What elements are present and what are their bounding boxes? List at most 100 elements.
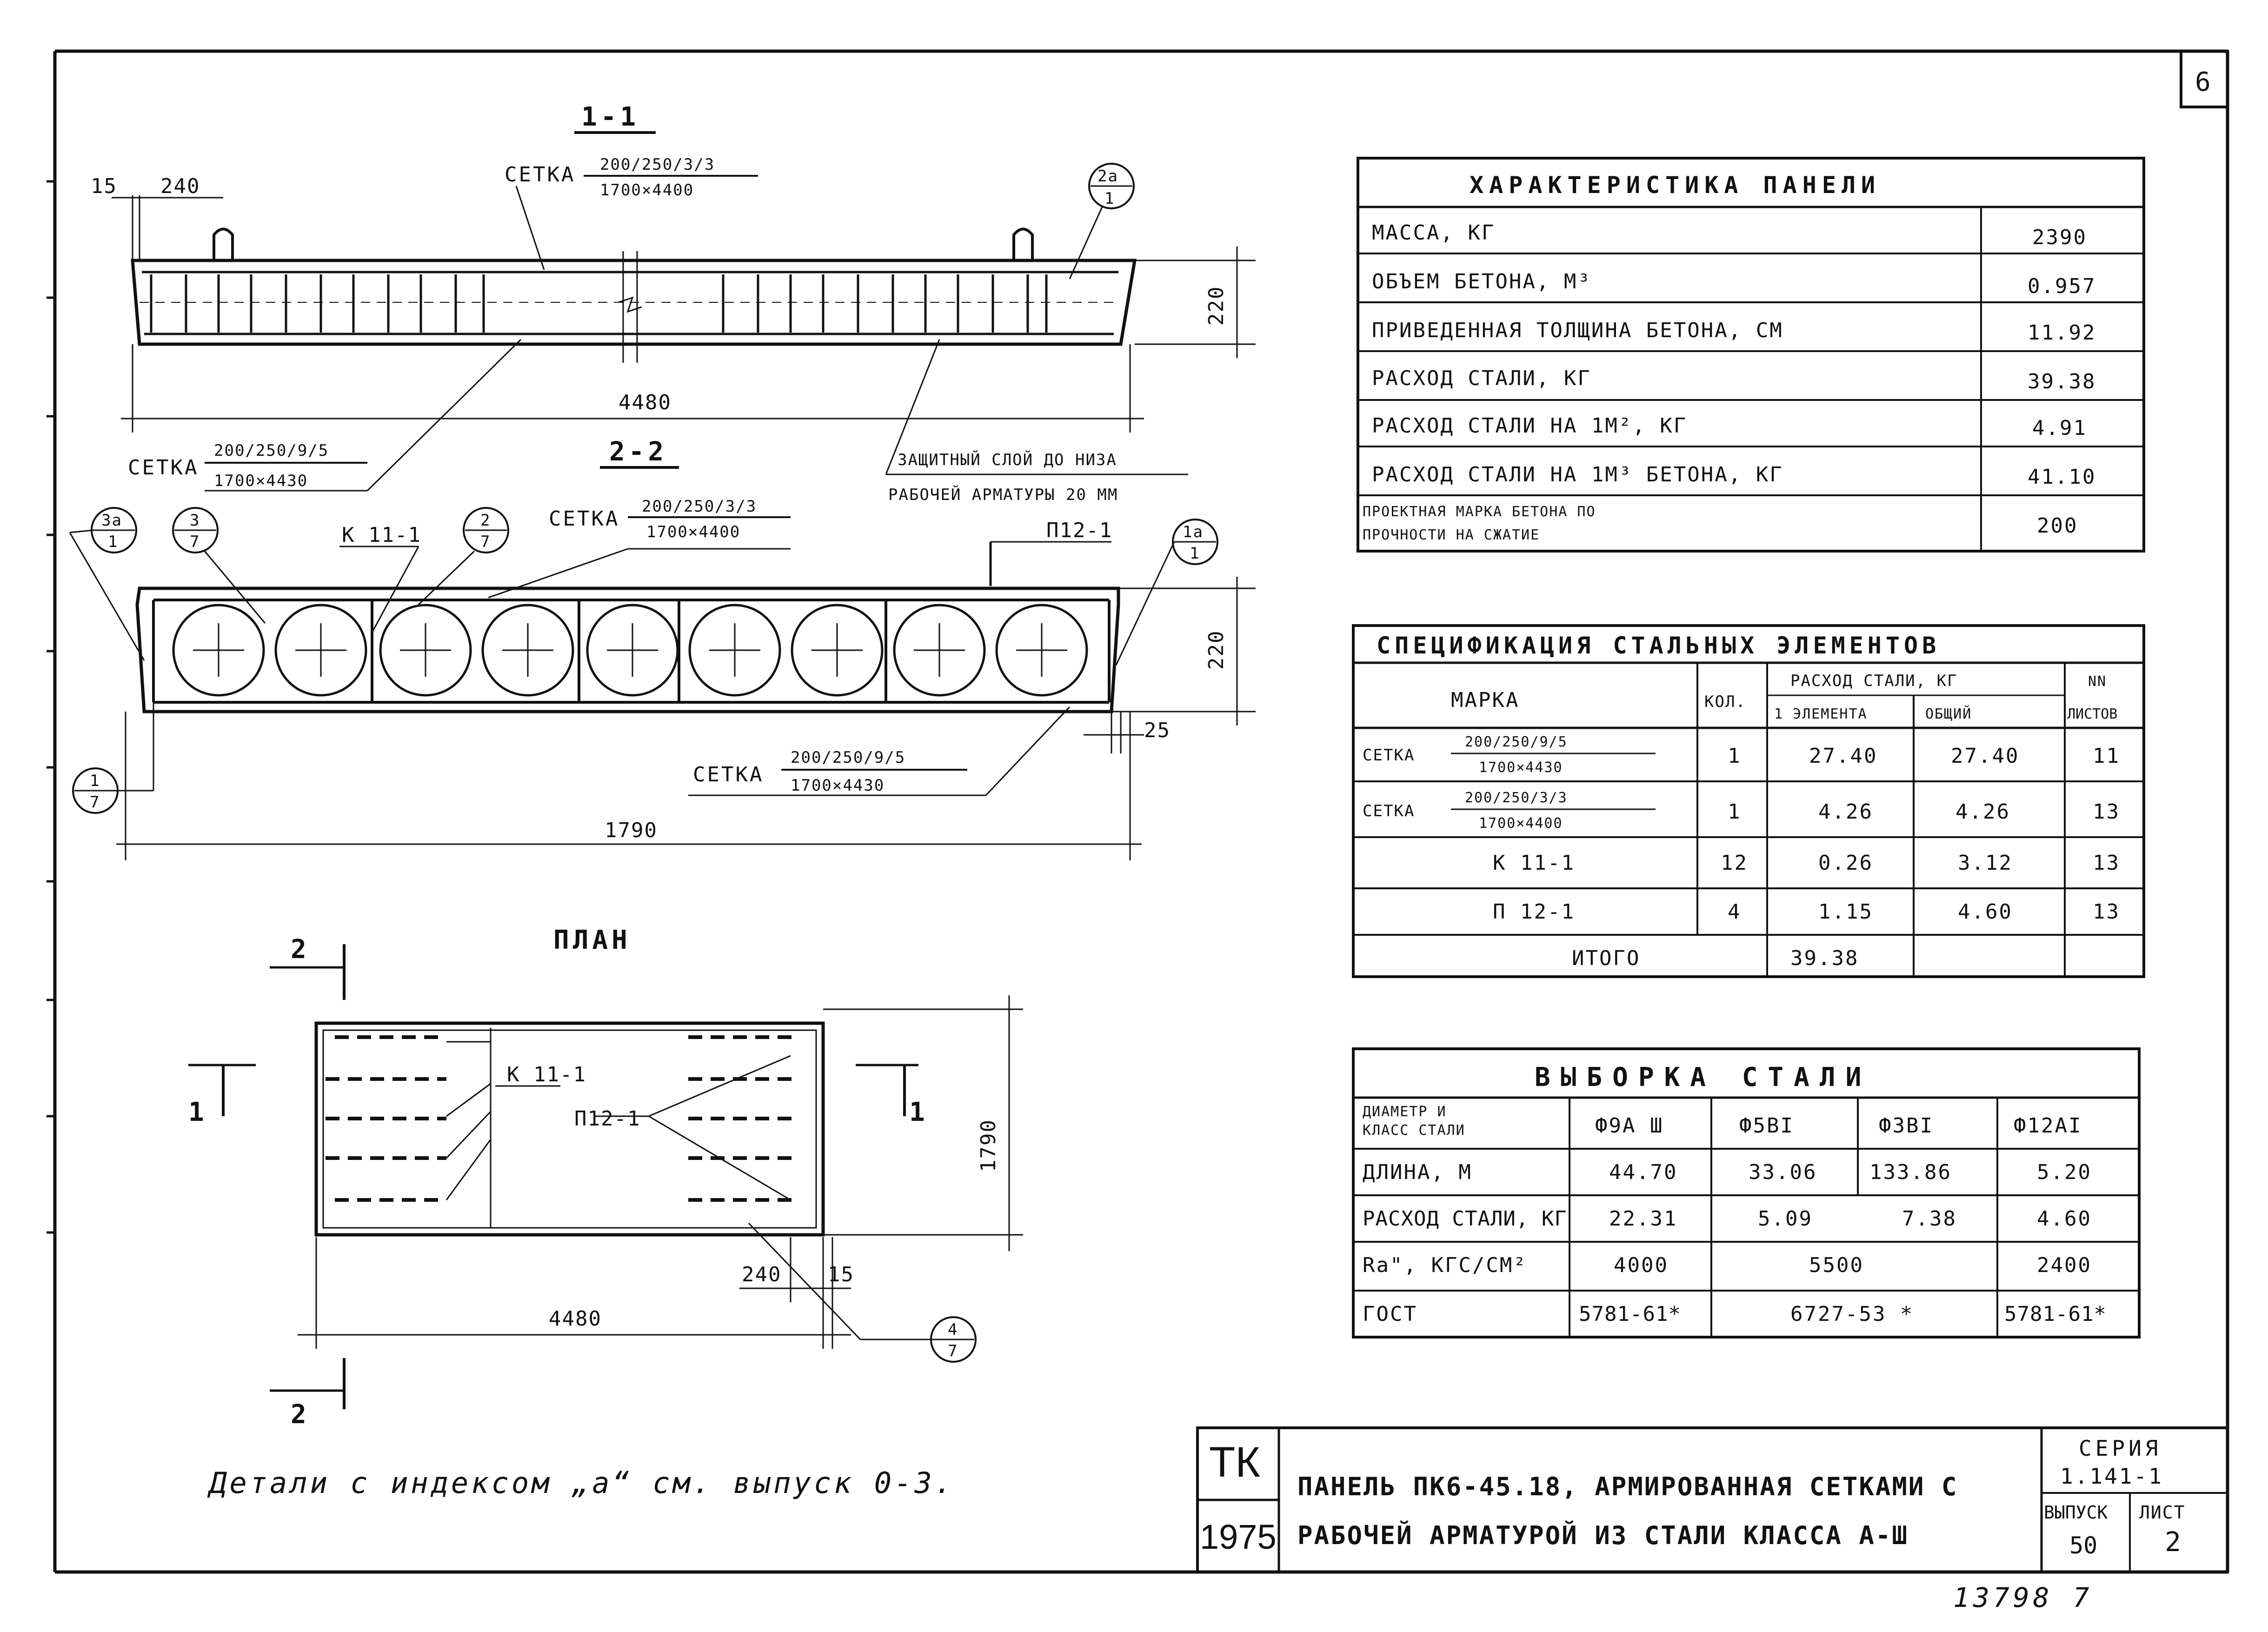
spec-one: 4.26 (1818, 800, 1873, 824)
steel-gost-a1: 5781-61* (2004, 1302, 2107, 1326)
char-value: 4.91 (2032, 416, 2087, 440)
spec-qty: 12 (1721, 851, 1748, 875)
mesh-fraction-den-2: 1700×4430 (214, 472, 308, 490)
plan-dim-15: 15 (828, 1263, 854, 1286)
sheet-label: ЛИСТ (2139, 1502, 2186, 1523)
spec-mark: П 12-1 (1493, 900, 1575, 924)
plan-dim-1790: 1790 (977, 1119, 1000, 1172)
characteristics-table: ХАРАКТЕРИСТИКА ПАНЕЛИ МАССА, КГ 2390 ОБЪ… (1357, 157, 2145, 553)
spec-sheet: 13 (2093, 851, 2120, 875)
spec-header-total: ОБЩИЙ (1925, 706, 1972, 722)
characteristics-title: ХАРАКТЕРИСТИКА ПАНЕЛИ (1470, 172, 1881, 199)
plan-title: ПЛАН (553, 925, 631, 955)
steel-gost-a3: 5781-61* (1579, 1302, 1681, 1326)
spec-mark: К 11-1 (1493, 851, 1575, 875)
panel-outline (131, 259, 1137, 346)
steel-col: Ф9А Ш (1595, 1114, 1663, 1138)
char-label: ОБЪЕМ БЕТОНА, М³ (1372, 270, 1591, 293)
steel-ra-b1: 5500 (1809, 1253, 1864, 1277)
callout-3a-top: 3а (101, 511, 122, 530)
spec-header-qty: КОЛ. (1704, 693, 1746, 711)
mesh-fraction-num-4: 200/250/9/5 (791, 748, 905, 767)
title-line-1: ПАНЕЛЬ ПК6-45.18, АРМИРОВАННАЯ СЕТКАМИ С (1297, 1472, 1958, 1501)
title-year: 1975 (1200, 1518, 1277, 1556)
spec-header-steel: РАСХОД СТАЛИ, КГ (1790, 672, 1958, 690)
plan-dim-4480: 4480 (549, 1307, 602, 1331)
callout-1a-bottom: 1 (1190, 544, 1200, 563)
plan-outline (314, 1021, 825, 1237)
spec-total: 4.60 (1958, 900, 2013, 924)
char-value: 2390 (2032, 226, 2087, 249)
callout-1-top: 1 (90, 772, 100, 790)
callout-1a-top: 1а (1183, 523, 1204, 541)
hollow-cores (172, 604, 1088, 697)
steel-col: Ф3ВI (1879, 1114, 1934, 1138)
callout-4-top: 4 (948, 1320, 958, 1339)
sheet-frame (53, 49, 2229, 1574)
footer-number: 13798 7 (1953, 1582, 2093, 1613)
spec-mark-num: 200/250/3/3 (1465, 790, 1568, 806)
char-label-2: ПРОЧНОСТИ НА СЖАТИЕ (1363, 527, 1540, 543)
spec-one: 1.15 (1818, 900, 1873, 924)
mesh-label: СЕТКА (505, 163, 575, 187)
dim-25: 25 (1144, 719, 1171, 742)
mesh-fraction-den-4: 1700×4430 (791, 776, 885, 795)
note-text: Детали с индексом „а“ см. выпуск 0-3. (207, 1466, 955, 1500)
specification-table: СПЕЦИФИКАЦИЯ СТАЛЬНЫХ ЭЛЕМЕНТОВ МАРКА КО… (1352, 624, 2145, 978)
char-value: 200 (2037, 514, 2078, 538)
spec-qty: 1 (1728, 744, 1742, 768)
margin-ticks (47, 180, 55, 1234)
spec-total: 4.26 (1955, 800, 2010, 824)
steel-header-2: КЛАСС СТАЛИ (1363, 1122, 1465, 1139)
steel-col: Ф5ВI (1739, 1114, 1794, 1138)
steel-consumption: 22.31 (1609, 1207, 1677, 1231)
steel-col: Ф12АI (2014, 1114, 2082, 1138)
section-2-2-title: 2-2 (609, 437, 667, 467)
steel-length: 133.86 (1869, 1160, 1952, 1184)
char-value: 0.957 (2028, 274, 2096, 298)
plan-dim-240: 240 (742, 1263, 781, 1286)
title-org: ТК (1209, 1439, 1260, 1486)
char-value: 39.38 (2028, 370, 2096, 393)
callout-2-bottom: 7 (480, 533, 491, 551)
spec-mark: СЕТКА (1363, 802, 1415, 820)
callout-4-bottom: 7 (948, 1342, 958, 1360)
dim-1790: 1790 (605, 819, 658, 842)
steel-length: 44.70 (1609, 1160, 1677, 1184)
char-label: РАСХОД СТАЛИ, КГ (1372, 366, 1591, 390)
dim-240: 240 (160, 174, 200, 198)
spec-sheet: 11 (2093, 744, 2120, 768)
title-block: ТК 1975 ПАНЕЛЬ ПК6-45.18, АРМИРОВАННАЯ С… (1196, 1426, 2229, 1573)
section-mark-1-left: 1 (188, 1097, 208, 1127)
spec-mark: СЕТКА (1363, 746, 1415, 765)
section-mark-2-top: 2 (291, 934, 310, 965)
steel-selection-table: ВЫБОРКА СТАЛИ ДИАМЕТР И КЛАСС СТАЛИ Ф9А … (1352, 1047, 2141, 1339)
spec-one: 27.40 (1809, 744, 1877, 768)
mesh-fraction-num-3: 200/250/3/3 (642, 497, 757, 516)
spec-one: 0.26 (1818, 851, 1873, 875)
callout-1-bottom: 7 (90, 793, 100, 812)
spec-header-sheets2: ЛИСТОВ (2067, 706, 2117, 722)
spec-sheet: 13 (2093, 900, 2120, 924)
sheet-number: 6 (2195, 67, 2211, 97)
sheet-value: 2 (2165, 1526, 2181, 1558)
spec-mark-den: 1700×4430 (1479, 759, 1563, 776)
dim-15: 15 (91, 174, 117, 198)
title-line-2: РАБОЧЕЙ АРМАТУРОЙ ИЗ СТАЛИ КЛАССА А-Ш (1297, 1521, 1909, 1550)
section-1-1: 1-1 СЕТКА 200/250/3/3 1700×4400 (91, 102, 1256, 504)
steel-consumption-label: РАСХОД СТАЛИ, КГ (1363, 1207, 1567, 1231)
callout-3a-bottom: 1 (108, 533, 118, 551)
steel-consumption: 4.60 (2037, 1207, 2092, 1231)
steel-gost-b1: 6727-53 * (1790, 1302, 1914, 1326)
callout-3-top: 3 (190, 511, 200, 530)
plan-view: ПЛАН 2 2 1 1 К 11-1 П (188, 925, 1023, 1500)
section-2-2: 2-2 СЕТКА 200/250/3/3 1700×4400 К 11-1 П… (69, 437, 1256, 860)
plan-label-k11: К 11-1 (507, 1063, 586, 1086)
specification-title: СПЕЦИФИКАЦИЯ СТАЛЬНЫХ ЭЛЕМЕНТОВ (1377, 632, 1940, 659)
series-label: СЕРИЯ (2079, 1436, 2162, 1461)
label-p12: П12-1 (1046, 519, 1112, 542)
steel-ra-a1: 2400 (2037, 1253, 2092, 1277)
spec-total-value: 39.38 (1790, 946, 1859, 970)
spec-header-sheets1: NN (2088, 673, 2107, 690)
